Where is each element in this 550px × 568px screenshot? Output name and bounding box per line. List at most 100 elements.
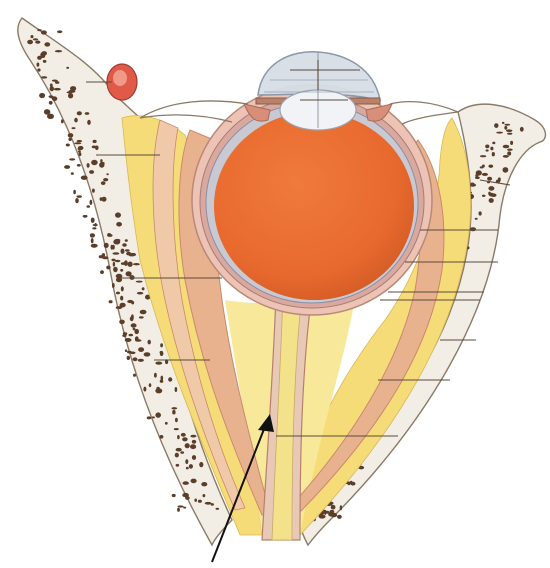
bone-dot [139,316,144,318]
bone-dot [498,177,501,181]
bone-dot [148,340,151,345]
bone-dot [160,343,163,347]
bone-dot [330,510,335,513]
bone-dot [191,479,197,484]
bone-dot [137,292,143,295]
bone-dot [155,388,162,393]
bone-dot [102,253,105,257]
bone-dot [125,349,127,352]
bone-dot [482,173,488,176]
bone-dot [487,177,492,181]
bone-dot [510,141,513,145]
bone-dot [127,356,130,360]
bone-dot [489,198,494,203]
bone-dot [159,435,163,439]
bone-dot [68,93,73,98]
bone-dot [155,412,161,417]
bone-dot [89,170,94,174]
bone-dot [79,152,82,156]
bone-dot [106,266,110,270]
bone-dot [116,306,122,309]
bone-dot [325,511,329,514]
bone-dot [211,503,214,506]
bone-dot [175,418,178,423]
bone-dot [43,60,47,63]
bone-dot [121,286,124,291]
bone-dot [201,482,207,486]
bone-dot [470,227,476,231]
bone-dot [488,186,494,191]
vitreous-body [214,112,414,300]
bone-dot [186,467,189,470]
bone-dot [331,505,336,510]
bone-dot [177,505,183,507]
bone-dot [340,505,342,510]
bone-dot [503,145,510,149]
bone-dot [50,86,54,91]
bone-dot [92,189,95,193]
bone-dot [101,181,106,185]
bone-dot [122,243,127,247]
bone-dot [69,158,75,160]
bone-dot [182,437,188,441]
bone-dot [177,508,180,512]
bone-dot [502,122,505,124]
bone-dot [125,249,130,251]
bone-dot [172,410,175,415]
bone-dot [27,40,33,45]
bone-dot [485,145,489,149]
bone-dot [112,283,115,288]
bone-dot [482,165,485,168]
bone-dot [129,334,134,337]
bone-dot [128,262,133,267]
bone-dot [185,459,188,464]
bone-dot [192,455,196,460]
bone-dot [520,127,524,132]
bone-dot [61,119,64,123]
bone-dot [37,29,42,31]
bone-dot [176,448,182,452]
bone-dot [480,155,486,157]
bone-dot [486,149,489,151]
bone-dot [177,435,180,439]
bone-dot [39,93,45,98]
bone-dot [35,41,40,44]
bone-dot [135,339,141,341]
bone-dot [168,377,172,381]
bone-dot [112,245,114,250]
bone-dot [192,440,196,444]
bone-dot [503,167,509,173]
bone-dot [507,133,512,135]
bone-dot [147,416,152,419]
bone-dot [475,177,480,180]
bone-dot [106,173,108,175]
bone-dot [87,120,91,125]
bone-dot [37,68,40,71]
bone-dot [91,160,98,165]
bone-dot [488,192,491,196]
bone-dot [93,140,97,143]
bone-dot [504,126,507,130]
bone-dot [131,314,134,320]
bone-dot [144,352,151,356]
bone-dot [37,56,42,60]
bone-dot [113,262,115,267]
bone-dot [165,422,168,425]
bone-dot [114,239,120,241]
bone-dot [54,88,61,91]
bone-dot [66,144,70,147]
bone-dot [107,233,111,236]
bone-dot [205,502,212,505]
bone-dot [68,138,71,141]
bone-dot [133,374,136,377]
bone-dot [120,269,123,272]
bone-dot [133,263,140,265]
bone-dot [216,508,220,510]
bone-dot [77,111,82,115]
bone-dot [121,249,125,254]
bone-dot [75,198,79,203]
bone-dot [41,76,47,78]
bone-dot [66,67,69,69]
